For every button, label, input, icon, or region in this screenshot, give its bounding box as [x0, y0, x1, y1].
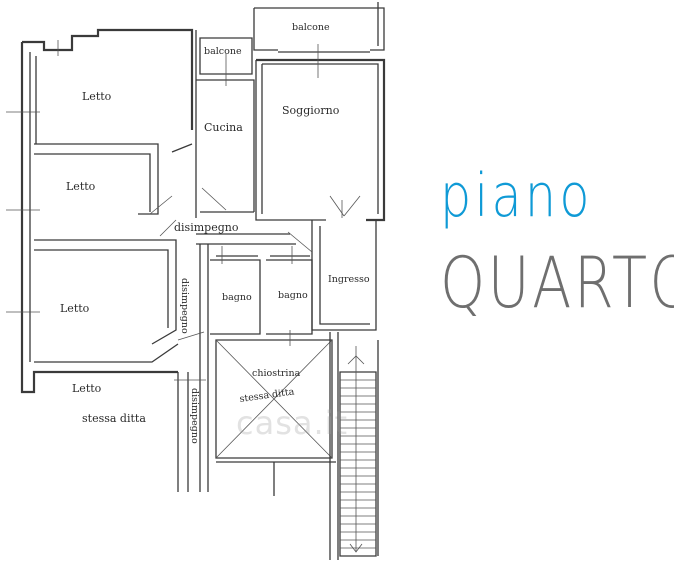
walls: [6, 2, 386, 560]
label-disimpegno-h: disimpegno: [174, 221, 239, 234]
label-letto-4: Letto: [72, 382, 102, 395]
label-balcone-small: balcone: [204, 46, 242, 57]
label-disimpegno-v2: disimpegno: [189, 388, 200, 444]
watermark: casa.it: [236, 404, 349, 442]
label-stessa-ditta-2: stessa ditta: [239, 386, 295, 405]
label-bagno-2: bagno: [278, 290, 308, 301]
label-balcone-top: balcone: [292, 22, 330, 33]
floor-title-line1: piano: [440, 161, 593, 231]
label-stessa-ditta-1: stessa ditta: [82, 412, 146, 425]
label-letto-1: Letto: [82, 90, 112, 103]
label-bagno-1: bagno: [222, 292, 252, 303]
label-letto-2: Letto: [66, 180, 96, 193]
label-soggiorno: Soggiorno: [282, 104, 340, 117]
label-ingresso: Ingresso: [328, 274, 370, 285]
label-cucina: Cucina: [204, 121, 243, 134]
label-disimpegno-v1: disimpegno: [179, 278, 190, 334]
label-letto-3: Letto: [60, 302, 90, 315]
room-labels: Letto Letto Letto Letto stessa ditta bal…: [60, 22, 370, 444]
label-chiostrina: chiostrina: [252, 368, 301, 379]
floor-title-line2: QUARTO: [440, 242, 674, 324]
